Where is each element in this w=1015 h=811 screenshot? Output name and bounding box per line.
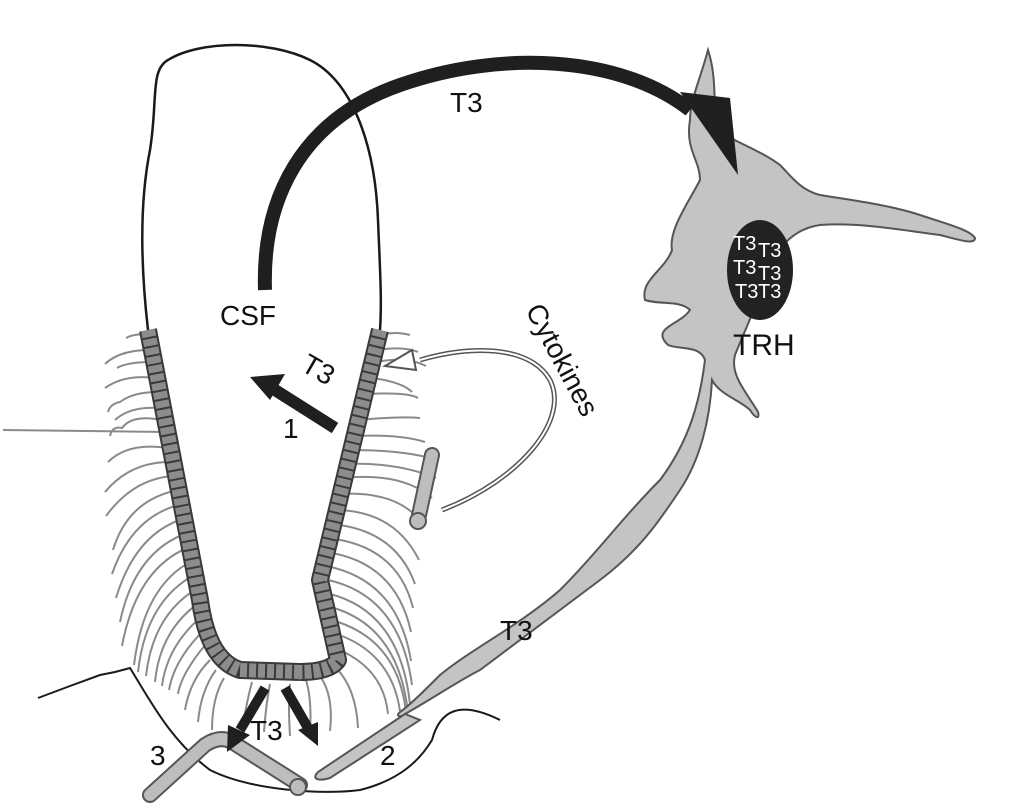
third-ventricle-outline [141, 43, 383, 331]
label-trh: TRH [733, 329, 795, 362]
label-route-3: 3 [150, 740, 166, 771]
label-route-1: 1 [283, 413, 299, 444]
t3-arrow-route-2 [280, 685, 318, 746]
t3-arrow-route-3 [227, 685, 270, 752]
nucleus-t3-label: T3 [758, 263, 781, 285]
t3-csf-to-trh-arrow [257, 55, 738, 291]
trh-neuron [396, 46, 977, 718]
ependymal-layer-right-inner [299, 328, 387, 679]
median-eminence-outline [37, 666, 501, 793]
nucleus-t3-label: T3 [735, 281, 758, 303]
label-t3-bottom: T3 [250, 715, 283, 746]
label-t3-tanycyte: T3 [296, 348, 340, 391]
tanycyte-processes-right [241, 332, 437, 737]
cytokine-vessel [409, 447, 440, 530]
t3-arrow-route-1 [250, 374, 339, 434]
label-t3-top: T3 [450, 87, 483, 118]
nucleus-t3-label: T3 [758, 281, 781, 303]
cytokines-arrow [381, 347, 557, 513]
trh-nucleus [727, 220, 793, 320]
ependymal-layer-left-inner [141, 328, 301, 679]
label-route-2: 2 [380, 740, 396, 771]
label-t3-axon: T3 [500, 615, 533, 646]
nucleus-t3-label: T3 [758, 240, 781, 262]
trh-axon-terminal [314, 712, 423, 781]
label-csf: CSF [220, 300, 276, 331]
nucleus-t3-label: T3 [733, 257, 756, 279]
nucleus-t3-label: T3 [733, 233, 756, 255]
